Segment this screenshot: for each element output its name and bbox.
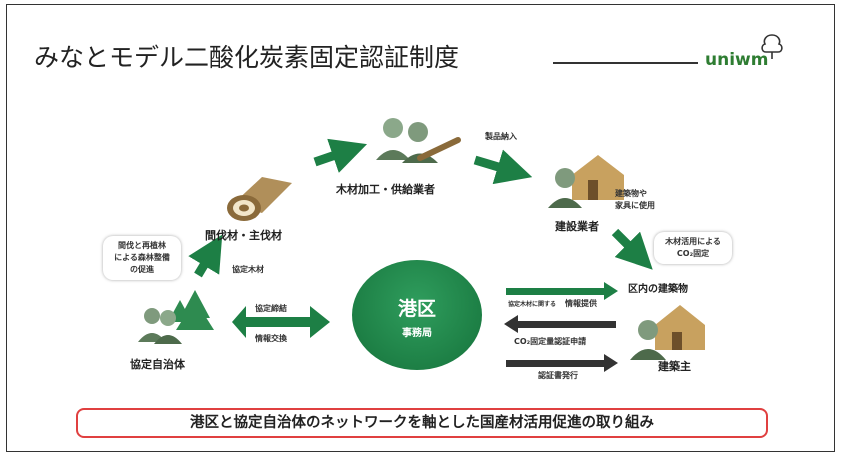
tree-logo-icon [761,34,783,59]
arrow-info-provide [506,282,618,300]
owner-icon [630,305,705,360]
center-main-label: 港区 [397,298,436,320]
arrow-processor-to-builder [473,149,533,185]
arrow-logs-to-processor [313,138,368,173]
use-in-line-2: 家具に使用 [615,201,655,210]
forest-bubble-line-3: の促進 [130,265,154,274]
double-arrow-agreement [232,306,330,338]
builder-icon [548,155,624,208]
agreement-sign-label: 協定締結 [255,304,287,313]
title-underline [553,62,698,64]
municipality-icon [138,290,214,344]
arrow-co2-apply [504,315,616,333]
processor-workers-icon [376,118,461,163]
municipality-label: 協定自治体 [130,358,185,371]
processor-label: 木材加工・供給業者 [336,183,435,196]
arrow-cert-issue [506,354,618,372]
use-in-label: 建築物や 家具に使用 [615,188,655,212]
owner-label: 建築主 [658,360,691,373]
co2-bubble: 木材活用による CO₂固定 [654,232,732,264]
use-in-line-1: 建築物や [615,189,647,198]
co2-bubble-line-1: 木材活用による [665,237,721,246]
arrow-builder-to-building [611,228,653,270]
agreement-wood-label: 協定木材 [232,265,264,274]
slide-frame [6,4,835,452]
info-provide-prefix: 協定木材に関する [508,301,557,308]
logo-text: uniwm [705,50,769,70]
log-icon [227,177,292,221]
logs-label: 間伐材・主伐材 [205,229,282,242]
info-provide-label: 情報提供 [565,299,597,308]
builder-label: 建設業者 [555,220,599,233]
forest-bubble-line-2: による森林整備 [114,253,170,262]
co2-bubble-line-2: CO₂固定 [676,249,710,258]
co2-apply-label: CO₂固定量認証申請 [514,337,587,346]
forest-bubble-line-1: 間伐と再植林 [118,241,166,250]
forest-bubble: 間伐と再植林 による森林整備 の促進 [103,236,181,280]
cert-issue-label: 認証書発行 [538,371,578,380]
minato-office-node: 港区 事務局 [352,260,482,370]
building-label: 区内の建築物 [628,284,688,295]
arrow-municipality-to-logs [188,234,223,278]
info-exchange-label: 情報交換 [255,334,287,343]
page-title: みなとモデル二酸化炭素固定認証制度 [34,43,460,72]
summary-banner: 港区と協定自治体のネットワークを軸とした国産材活用促進の取り組み [76,408,768,438]
center-sub-label: 事務局 [402,328,432,339]
uniwm-logo: uniwm [705,34,805,70]
product-delivery-label: 製品納入 [485,132,517,141]
